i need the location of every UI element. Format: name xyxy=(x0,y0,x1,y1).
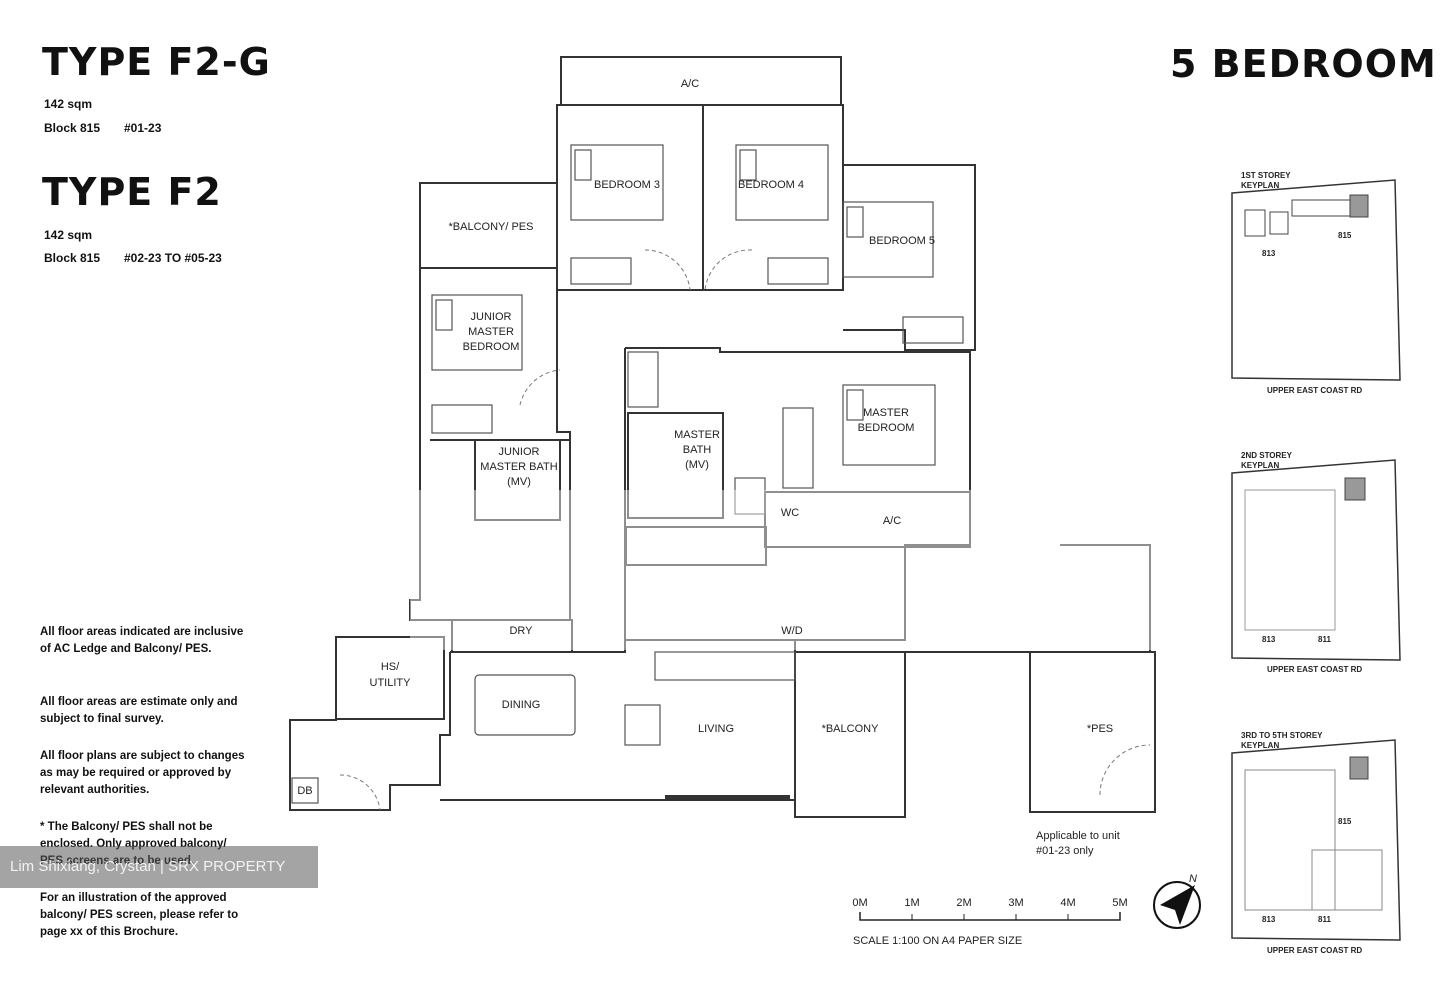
scale-tick-2: 2M xyxy=(956,897,971,909)
balcony-pes-wall xyxy=(419,182,558,269)
master-bath-label-2: BATH xyxy=(683,444,712,456)
type-f2-title: TYPE F2 xyxy=(42,170,222,214)
ac-ledge-top xyxy=(560,56,842,106)
junior-bath-label-2: MASTER BATH xyxy=(480,461,557,473)
svg-text:1ST STOREY: 1ST STOREY xyxy=(1241,171,1291,180)
note-3: All floor plans are subject to changes a… xyxy=(40,750,245,796)
bedroom4-wall xyxy=(702,104,844,291)
wd-label: W/D xyxy=(781,625,802,637)
hs-label-1: HS/ xyxy=(381,661,400,673)
note-2: All floor areas are estimate only and su… xyxy=(40,696,238,725)
scale-tick-4: 4M xyxy=(1060,897,1075,909)
keyplan-1: 1ST STOREY KEYPLAN 813 815 UPPER EAST CO… xyxy=(1231,171,1401,395)
ac-top-label: A/C xyxy=(681,78,699,90)
balcony-wall xyxy=(794,651,906,818)
north-arrow-icon: N xyxy=(1153,873,1201,929)
junior-bath-label-3: (MV) xyxy=(507,476,531,488)
type-f2g-block: Block 815 xyxy=(44,121,101,135)
svg-text:813: 813 xyxy=(1262,249,1276,258)
bedroom5-label: BEDROOM 5 xyxy=(869,235,935,247)
ac-mid-label: A/C xyxy=(883,515,901,527)
dry-label: DRY xyxy=(509,625,533,637)
scale-tick-3: 3M xyxy=(1008,897,1023,909)
living-label: LIVING xyxy=(698,723,734,735)
junior-bath-label-1: JUNIOR xyxy=(499,446,540,458)
bedroom-count-title: 5 BEDROOM xyxy=(1170,42,1437,86)
master-bedroom-label-1: MASTER xyxy=(863,407,909,419)
svg-text:811: 811 xyxy=(1318,915,1331,924)
type-f2-units: #02-23 TO #05-23 xyxy=(124,251,222,265)
svg-text:813: 813 xyxy=(1262,915,1276,924)
scale-tick-1: 1M xyxy=(904,897,919,909)
bedroom4-label: BEDROOM 4 xyxy=(738,179,804,191)
svg-text:UPPER EAST COAST RD: UPPER EAST COAST RD xyxy=(1267,665,1362,674)
type-f2g-title: TYPE F2-G xyxy=(42,40,271,84)
svg-text:UPPER EAST COAST RD: UPPER EAST COAST RD xyxy=(1267,946,1362,955)
svg-text:KEYPLAN: KEYPLAN xyxy=(1241,741,1279,750)
note-5: For an illustration of the approved balc… xyxy=(40,892,239,938)
type-f2-block: Block 815 xyxy=(44,251,101,265)
applicable-label-2: #01-23 only xyxy=(1036,845,1094,857)
master-bedroom-label-2: BEDROOM xyxy=(858,422,915,434)
hs-label-2: UTILITY xyxy=(370,677,412,689)
balcony-label: *BALCONY xyxy=(822,723,880,735)
dining-label: DINING xyxy=(502,699,541,711)
wc-label: WC xyxy=(781,507,799,519)
svg-text:UPPER EAST COAST RD: UPPER EAST COAST RD xyxy=(1267,386,1362,395)
svg-text:811: 811 xyxy=(1318,635,1331,644)
svg-text:2ND STOREY: 2ND STOREY xyxy=(1241,451,1293,460)
keyplan-2: 2ND STOREY KEYPLAN 813 811 UPPER EAST CO… xyxy=(1231,451,1401,674)
living-dining-wall xyxy=(440,639,796,801)
svg-text:KEYPLAN: KEYPLAN xyxy=(1241,461,1279,470)
svg-text:815: 815 xyxy=(1338,231,1352,240)
svg-text:N: N xyxy=(1189,873,1197,885)
master-bath-label-3: (MV) xyxy=(685,459,709,471)
balcony-pes-label: *BALCONY/ PES xyxy=(449,221,534,233)
type-f2g-units: #01-23 xyxy=(124,121,162,135)
db-label: DB xyxy=(297,785,312,797)
svg-text:813: 813 xyxy=(1262,635,1276,644)
svg-text:815: 815 xyxy=(1338,817,1352,826)
applicable-label-1: Applicable to unit xyxy=(1036,830,1120,842)
svg-text:KEYPLAN: KEYPLAN xyxy=(1241,181,1279,190)
type-f2-area: 142 sqm xyxy=(44,228,93,242)
scale-tick-0: 0M xyxy=(852,897,867,909)
scale-bar: 0M 1M 2M 3M 4M 5M SCALE 1:100 ON A4 PAPE… xyxy=(852,897,1127,947)
svg-text:3RD TO 5TH STOREY: 3RD TO 5TH STOREY xyxy=(1241,731,1323,740)
bedroom3-wall xyxy=(556,104,704,291)
type-f2g-area: 142 sqm xyxy=(44,97,93,111)
note-1: All floor areas indicated are inclusive … xyxy=(40,626,244,655)
keyplan-3: 3RD TO 5TH STOREY KEYPLAN 815 813 811 UP… xyxy=(1231,731,1401,955)
scale-tick-5: 5M xyxy=(1112,897,1127,909)
bedroom5-wall xyxy=(843,164,976,351)
junior-master-label-1: JUNIOR xyxy=(471,311,512,323)
master-bath-wall xyxy=(627,412,724,519)
master-bath-label-1: MASTER xyxy=(674,429,720,441)
bedroom3-label: BEDROOM 3 xyxy=(594,179,660,191)
junior-master-label-3: BEDROOM xyxy=(463,341,520,353)
junior-master-label-2: MASTER xyxy=(468,326,514,338)
scale-caption: SCALE 1:100 ON A4 PAPER SIZE xyxy=(853,935,1022,947)
watermark-banner: Lim Shixiang, Crystan | SRX PROPERTY xyxy=(0,846,318,888)
pes-label: *PES xyxy=(1087,723,1113,735)
